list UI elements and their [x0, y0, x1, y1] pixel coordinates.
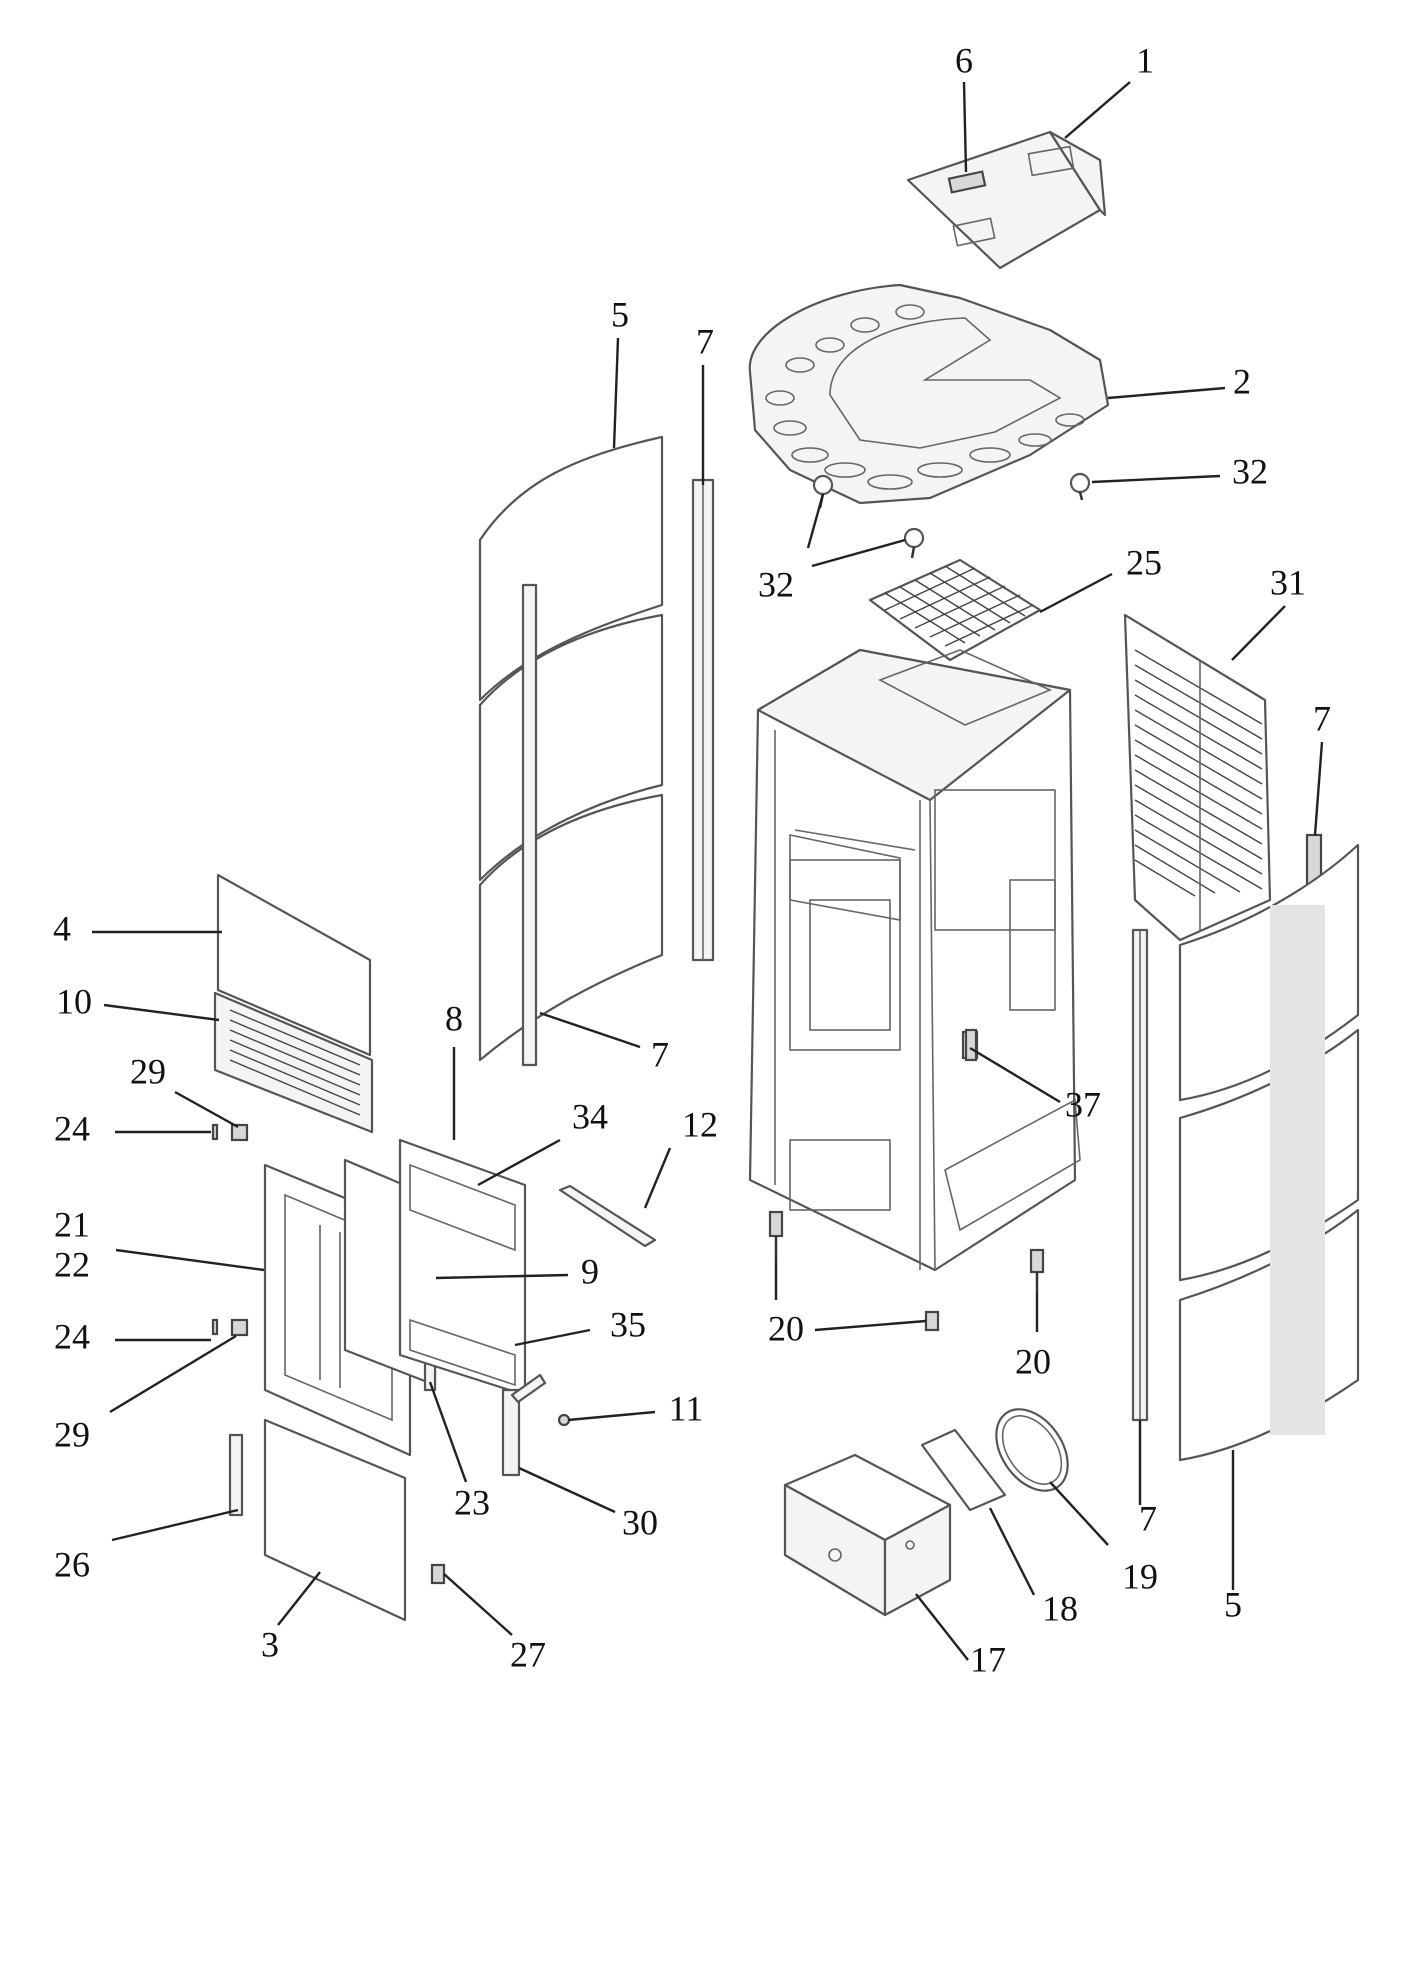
callout-7-bottom: 7	[1139, 1498, 1157, 1538]
callout-7-right-top: 7	[1313, 698, 1331, 738]
callout-7-mid: 7	[651, 1034, 669, 1074]
callout-5-top: 5	[611, 294, 629, 334]
part-5-right-side-panel	[1178, 843, 1360, 1462]
callout-34: 34	[572, 1096, 608, 1136]
callout-20-left: 20	[768, 1308, 804, 1348]
callout-5-bottom: 5	[1224, 1584, 1242, 1624]
callout-7-top: 7	[696, 321, 714, 361]
part-10-louvre-grille	[213, 991, 374, 1134]
part-1-top-cover	[906, 130, 1107, 270]
callout-23: 23	[454, 1482, 490, 1522]
callout-labels: 6 1 5 7 2 32 32 25 31 7 4 10 8 7 29 34 1…	[53, 40, 1331, 1679]
part-31-rear-panel	[1123, 613, 1272, 942]
callout-30: 30	[622, 1502, 658, 1542]
stove-body-frame	[748, 648, 1081, 1272]
part-4-upper-front-panel	[216, 873, 372, 1057]
callout-12: 12	[682, 1104, 718, 1144]
callout-19: 19	[1122, 1556, 1158, 1596]
part-25-grid	[868, 558, 1042, 662]
callout-4: 4	[53, 908, 71, 948]
part-19-seal-ring	[995, 1408, 1069, 1492]
callout-31: 31	[1270, 562, 1306, 602]
callout-27: 27	[510, 1634, 546, 1674]
callout-24-bottom: 24	[54, 1316, 90, 1356]
callout-29-bottom: 29	[54, 1414, 90, 1454]
part-5-left-side-panel	[478, 435, 664, 1067]
callout-17: 17	[970, 1639, 1006, 1679]
part-8-34-35-inner-frame	[398, 1138, 527, 1397]
callout-3: 3	[261, 1624, 279, 1664]
callout-37: 37	[1065, 1084, 1101, 1124]
callout-32-left: 32	[758, 564, 794, 604]
callout-26: 26	[54, 1544, 90, 1584]
callout-10: 10	[56, 981, 92, 1021]
callout-8: 8	[445, 998, 463, 1038]
callout-21: 21	[54, 1204, 90, 1244]
part-18-gasket-plate	[920, 1428, 1007, 1512]
callout-32-right: 32	[1232, 451, 1268, 491]
callout-9: 9	[581, 1251, 599, 1291]
part-12-bar	[558, 1184, 657, 1248]
callout-22: 22	[54, 1244, 90, 1284]
callout-20-right: 20	[1015, 1341, 1051, 1381]
callout-2: 2	[1233, 361, 1251, 401]
callout-24-top: 24	[54, 1108, 90, 1148]
leader-lines	[92, 81, 1324, 1661]
callout-6: 6	[955, 40, 973, 80]
small-hardware	[211, 1028, 978, 1585]
part-17-ash-box	[783, 1453, 952, 1617]
callout-35: 35	[610, 1304, 646, 1344]
callout-25: 25	[1126, 542, 1162, 582]
part-20-feet	[768, 1210, 1045, 1332]
callout-1: 1	[1136, 40, 1154, 80]
part-3-lower-front-panel	[263, 1418, 407, 1622]
callout-18: 18	[1042, 1588, 1078, 1628]
callout-29-top: 29	[130, 1051, 166, 1091]
part-2-top-grille	[748, 283, 1110, 505]
callout-11: 11	[669, 1388, 704, 1428]
